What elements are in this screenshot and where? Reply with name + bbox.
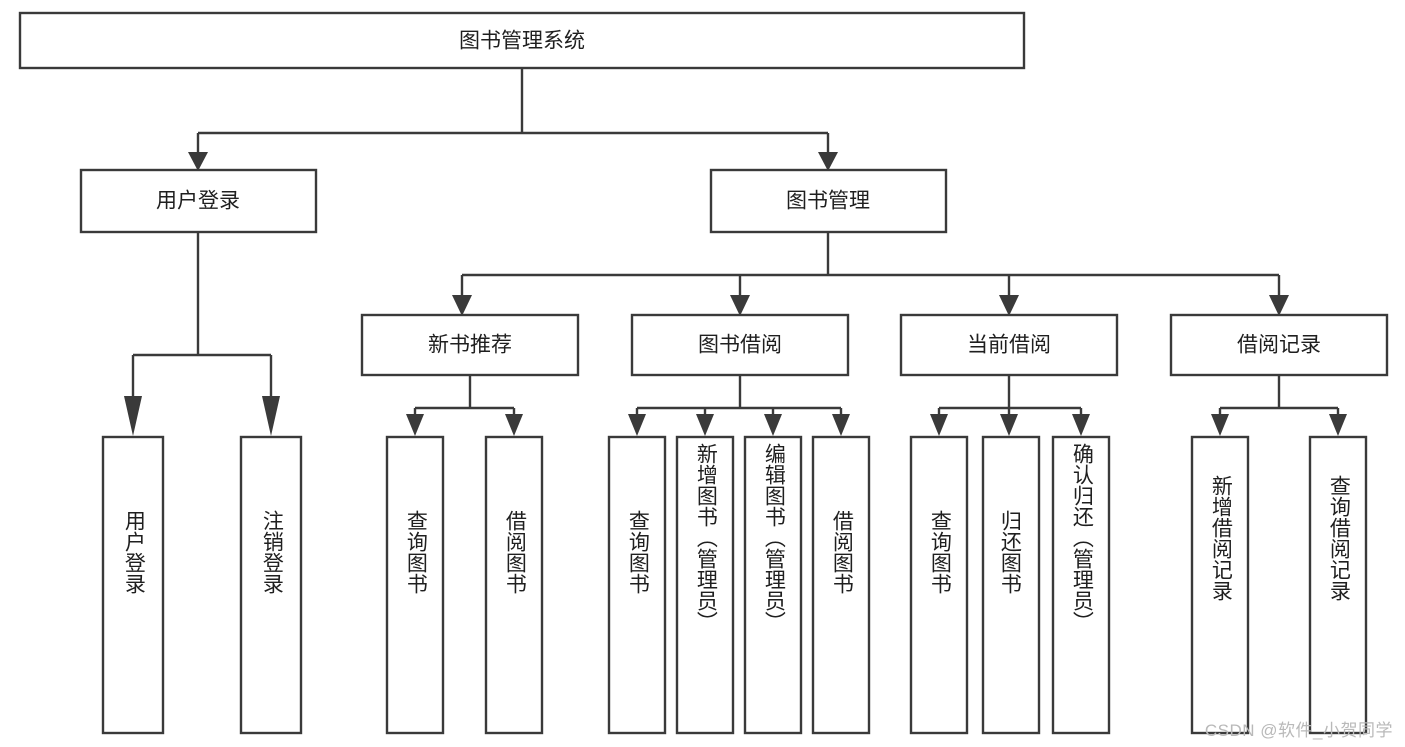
arrowhead-leaf-edit-book [764,414,782,436]
node-label-current-borrow: 当前借阅 [967,334,1051,357]
edge-newbook-bus [413,375,516,418]
arrowhead-leaf-add-record [1211,414,1229,436]
node-box-borrow-record[interactable] [1169,313,1389,377]
node-new-book-recommend[interactable]: 新书推荐 [360,313,580,377]
node-label-user-login: 用户登录 [156,190,240,213]
node-label-root-system: 图书管理系统 [459,30,585,53]
edge-bookmanage-bus [460,232,1281,298]
node-label-book-borrow: 图书借阅 [698,334,782,357]
leaf-box-confirm-return-admin[interactable] [1051,435,1111,735]
node-book-management[interactable]: 图书管理 [709,168,948,234]
watermark-csdn: CSDN @软件_小贺同学 [1204,721,1393,740]
edge-root-bus [196,68,830,155]
leaf-box-add-borrow-record[interactable] [1190,435,1250,735]
node-label-book-management: 图书管理 [786,190,870,213]
edge-bookborrow-bus [635,375,843,418]
leaf-box-query-book-current[interactable] [909,435,969,735]
node-label-new-book-recommend: 新书推荐 [428,334,512,357]
leaf-box-add-book-admin[interactable] [675,435,735,735]
leaf-box-query-borrow-record[interactable] [1308,435,1368,735]
arrowhead-to-book-manage [818,152,838,171]
arrowhead-leaf-return-book [1000,414,1018,436]
arrowhead-leaf-query-book-1 [406,414,424,436]
leaf-box-return-book[interactable] [981,435,1041,735]
node-box-root-system[interactable] [18,11,1026,70]
connector-layer [124,68,1347,436]
leaf-box-logout[interactable] [239,435,303,735]
edge-userlogin-bus [131,232,273,398]
arrowhead-leaf-query-book-3 [930,414,948,436]
leaf-box-query-book-rec[interactable] [385,435,445,735]
node-current-borrow[interactable]: 当前借阅 [899,313,1119,377]
leaf-box-user-login[interactable] [101,435,165,735]
arrowhead-leaf-confirm-return [1072,414,1090,436]
arrowhead-to-new-book-rec [452,295,472,316]
arrowhead-to-borrow-record [1269,295,1289,316]
arrowhead-leaf-add-book [696,414,714,436]
node-box-user-login[interactable] [79,168,318,234]
arrowhead-leaf-borrow-book-1 [505,414,523,436]
arrowhead-leaf-logout [262,396,280,436]
leaf-box-borrow-book[interactable] [811,435,871,735]
edge-currentborrow-bus [937,375,1083,418]
arrowhead-to-current-borrow [999,295,1019,316]
node-book-borrow[interactable]: 图书借阅 [630,313,850,377]
leaf-box-query-book-borrow[interactable] [607,435,667,735]
arrowhead-to-user-login [188,152,208,171]
arrowhead-leaf-query-record [1329,414,1347,436]
arrowhead-leaf-borrow-book-2 [832,414,850,436]
node-label-borrow-record: 借阅记录 [1237,334,1321,357]
arrowhead-leaf-query-book-2 [628,414,646,436]
leaf-box-edit-book-admin[interactable] [743,435,803,735]
leaf-box-layer [101,435,1368,735]
node-user-login[interactable]: 用户登录 [79,168,318,234]
leaf-box-borrow-book-rec[interactable] [484,435,544,735]
node-box-new-book-recommend[interactable] [360,313,580,377]
node-box-book-borrow[interactable] [630,313,850,377]
node-borrow-record[interactable]: 借阅记录 [1169,313,1389,377]
node-root-system[interactable]: 图书管理系统 [18,11,1026,70]
arrowhead-to-book-borrow [730,295,750,316]
arrowhead-leaf-user-login [124,396,142,436]
edge-borrowrecord-bus [1218,375,1340,418]
node-box-book-management[interactable] [709,168,948,234]
node-box-current-borrow[interactable] [899,313,1119,377]
